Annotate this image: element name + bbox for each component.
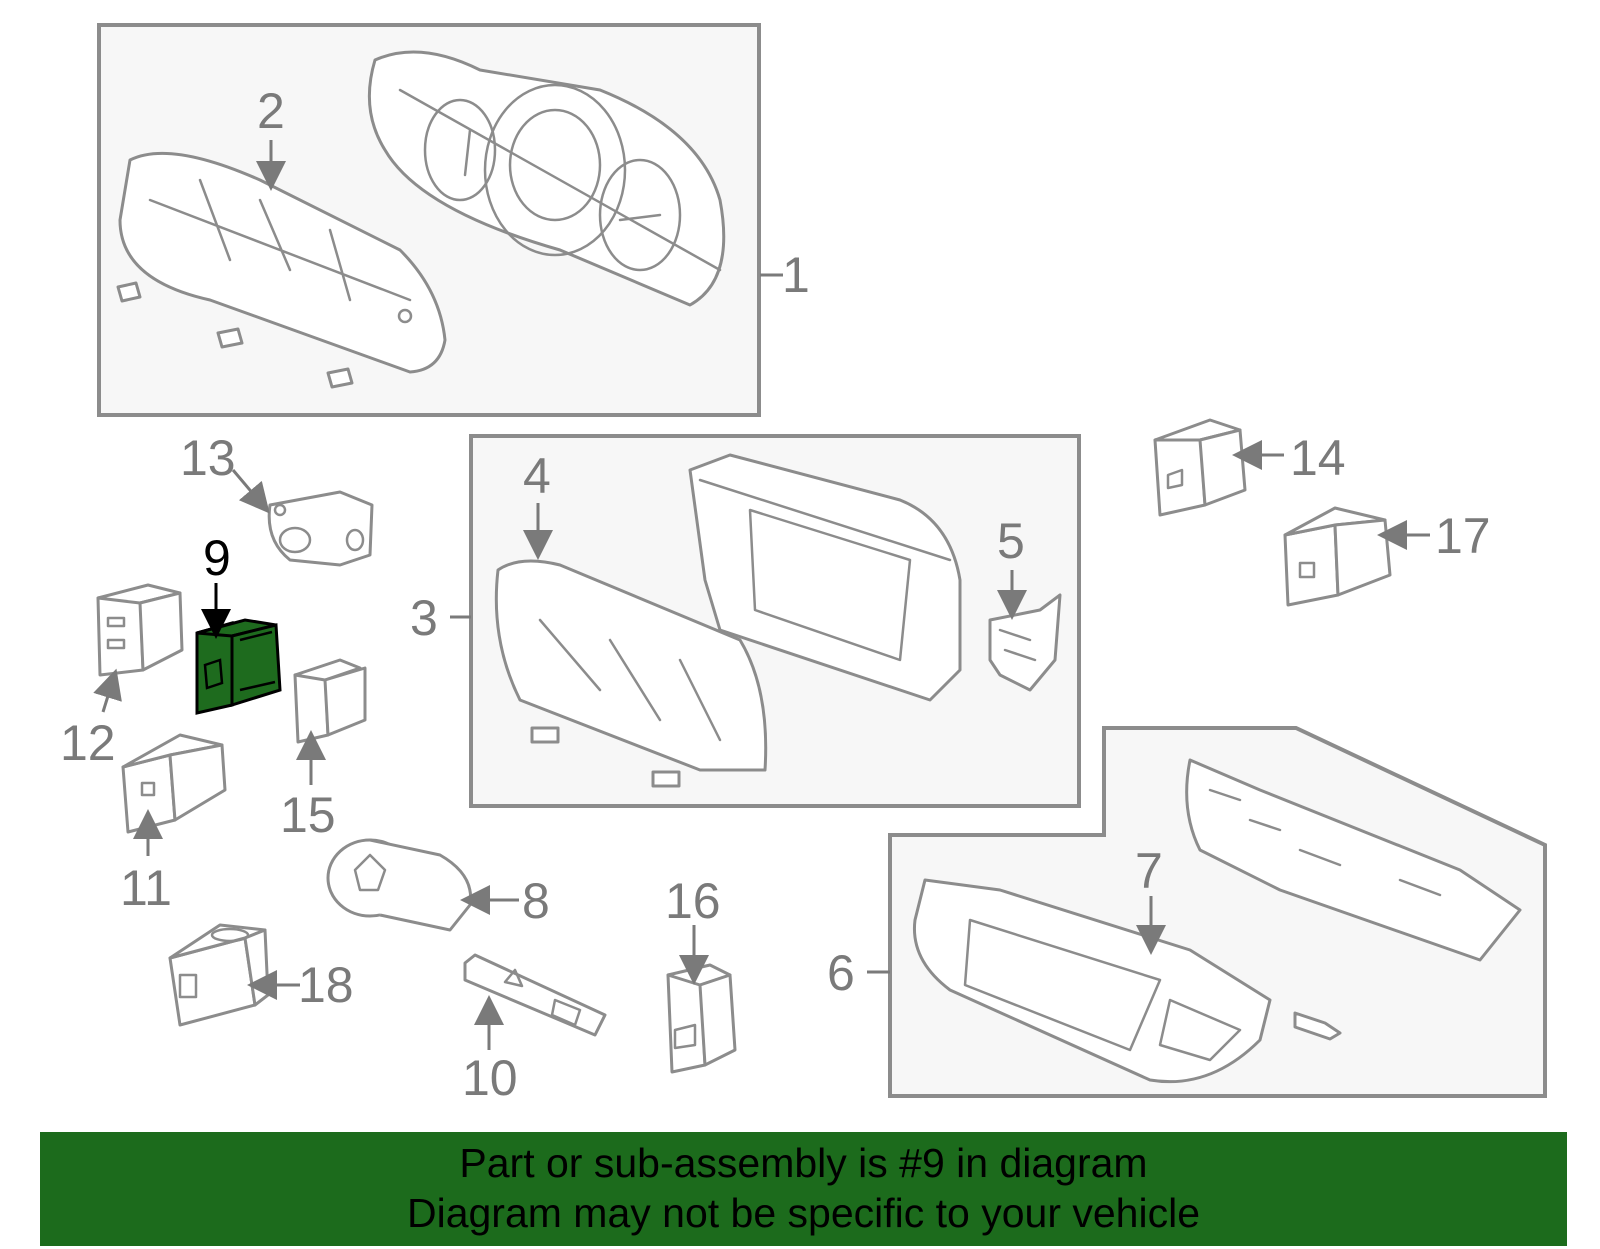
callout-labels: 1 2 3 4 5 6 7 8 9 10 11 12 13 14 15 16 1… (60, 83, 1491, 1106)
callout-2[interactable]: 2 (257, 83, 285, 139)
callout-17[interactable]: 17 (1435, 508, 1491, 564)
part-18-socket[interactable] (168, 923, 270, 1027)
part-2-meter-lens[interactable] (116, 151, 447, 389)
callout-1[interactable]: 1 (782, 247, 810, 303)
callout-4[interactable]: 4 (523, 448, 551, 504)
callout-9[interactable]: 9 (203, 530, 231, 586)
callout-8[interactable]: 8 (522, 873, 550, 929)
callout-5[interactable]: 5 (997, 513, 1025, 569)
callout-11[interactable]: 11 (120, 860, 172, 916)
part-8-switch[interactable] (326, 838, 473, 932)
callout-14[interactable]: 14 (1290, 430, 1346, 486)
part-9-switch-highlighted[interactable] (195, 618, 282, 715)
part-6-climate-panel[interactable] (912, 878, 1342, 1084)
part-10-hazard-strip[interactable] (463, 953, 607, 1037)
leader-lines (93, 140, 1430, 1050)
part-15-switch[interactable] (293, 658, 367, 744)
callout-7[interactable]: 7 (1135, 843, 1163, 899)
info-banner: Part or sub-assembly is #9 in diagram Di… (40, 1132, 1567, 1246)
part-14-switch[interactable] (1153, 418, 1247, 517)
part-7-control-board[interactable] (1185, 758, 1522, 962)
callout-16[interactable]: 16 (665, 873, 721, 929)
part-11-switch[interactable] (121, 733, 227, 834)
banner-line-1: Part or sub-assembly is #9 in diagram (459, 1140, 1148, 1186)
part-16-switch[interactable] (666, 963, 737, 1074)
part-17-switch[interactable] (1283, 506, 1392, 607)
banner-line-2: Diagram may not be specific to your vehi… (406, 1190, 1200, 1236)
callout-18[interactable]: 18 (298, 957, 354, 1013)
part-12-switch[interactable] (96, 583, 184, 677)
part-3-display-unit[interactable] (688, 453, 962, 702)
callout-3[interactable]: 3 (410, 590, 438, 646)
callout-15[interactable]: 15 (280, 787, 336, 843)
part-13-switch[interactable] (267, 490, 374, 567)
part-1-gauge-cluster[interactable] (367, 50, 726, 307)
callout-6[interactable]: 6 (827, 945, 855, 1001)
callout-13[interactable]: 13 (180, 430, 236, 486)
callout-10[interactable]: 10 (462, 1050, 518, 1106)
part-4-meter-lens[interactable] (494, 559, 768, 788)
callout-12[interactable]: 12 (60, 715, 116, 771)
